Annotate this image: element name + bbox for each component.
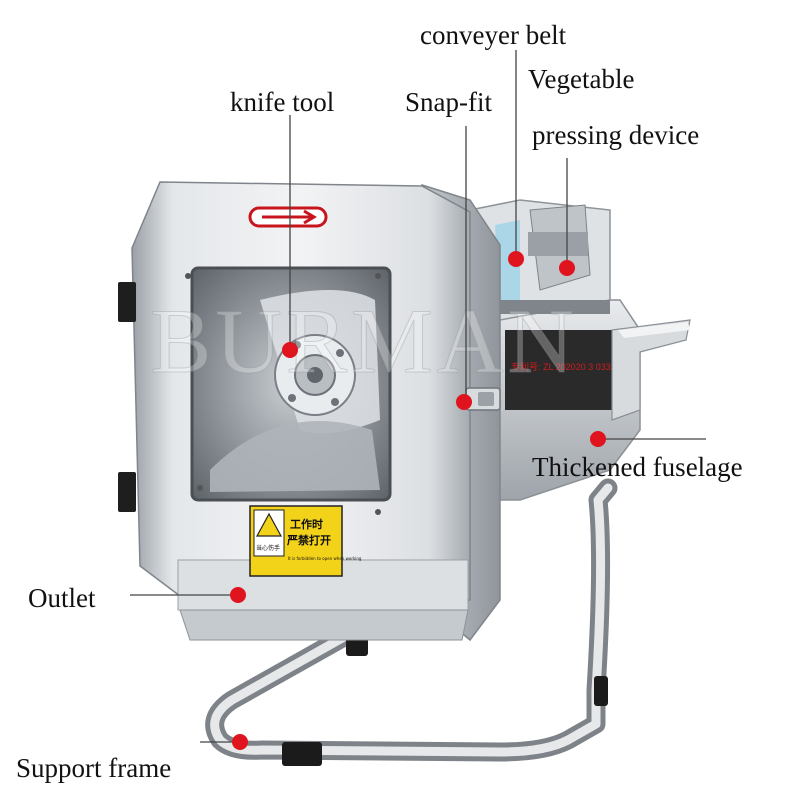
rotation-arrow-icon bbox=[248, 206, 328, 228]
frame-foot bbox=[594, 676, 608, 706]
marker-thickened-fuselage bbox=[590, 431, 606, 447]
screw bbox=[375, 273, 381, 279]
screw bbox=[185, 273, 191, 279]
warning-small-en: It is forbidden to open when working bbox=[288, 556, 362, 561]
marker-snap-fit bbox=[456, 394, 472, 410]
watermark: BURMAN bbox=[150, 290, 578, 392]
label-knife-tool: knife tool bbox=[230, 87, 335, 117]
label-vegetable-line-2: pressing device bbox=[532, 120, 700, 150]
label-conveyer-belt: conveyer belt bbox=[420, 20, 567, 50]
label-outlet: Outlet bbox=[28, 583, 96, 613]
marker-support-frame bbox=[232, 734, 248, 750]
warning-sign: 当心伤手 工作时 严禁打开 It is forbidden to open wh… bbox=[249, 505, 362, 577]
marker-outlet bbox=[230, 587, 246, 603]
label-vegetable-line-1: Vegetable bbox=[528, 64, 635, 94]
callout-markers bbox=[230, 251, 606, 750]
marker-knife-tool bbox=[282, 342, 298, 358]
screw bbox=[375, 509, 381, 515]
hinge bbox=[118, 472, 136, 512]
screw bbox=[197, 485, 203, 491]
body-stamp-text: 专利号: ZL 202020 3 0333307.X bbox=[511, 361, 639, 372]
thickened-fuselage-body: 专利号: ZL 202020 3 0333307.X bbox=[469, 299, 691, 501]
support-frame-tube bbox=[205, 478, 618, 762]
label-thickened-fuselage: Thickened fuselage bbox=[532, 452, 743, 482]
hinge bbox=[118, 282, 136, 322]
leader-lines bbox=[130, 50, 706, 743]
label-snap-fit: Snap-fit bbox=[405, 87, 492, 117]
warning-line-1: 工作时 bbox=[290, 517, 323, 531]
label-support-frame: Support frame bbox=[16, 753, 172, 783]
warning-line-2: 严禁打开 bbox=[286, 533, 331, 547]
vegetable-pressing-device bbox=[469, 199, 611, 321]
warning-small-left: 当心伤手 bbox=[256, 544, 280, 552]
frame-foot bbox=[282, 742, 322, 766]
marker-conveyer-belt bbox=[508, 251, 524, 267]
marker-pressing-device bbox=[559, 260, 575, 276]
inspection-window bbox=[190, 266, 392, 502]
